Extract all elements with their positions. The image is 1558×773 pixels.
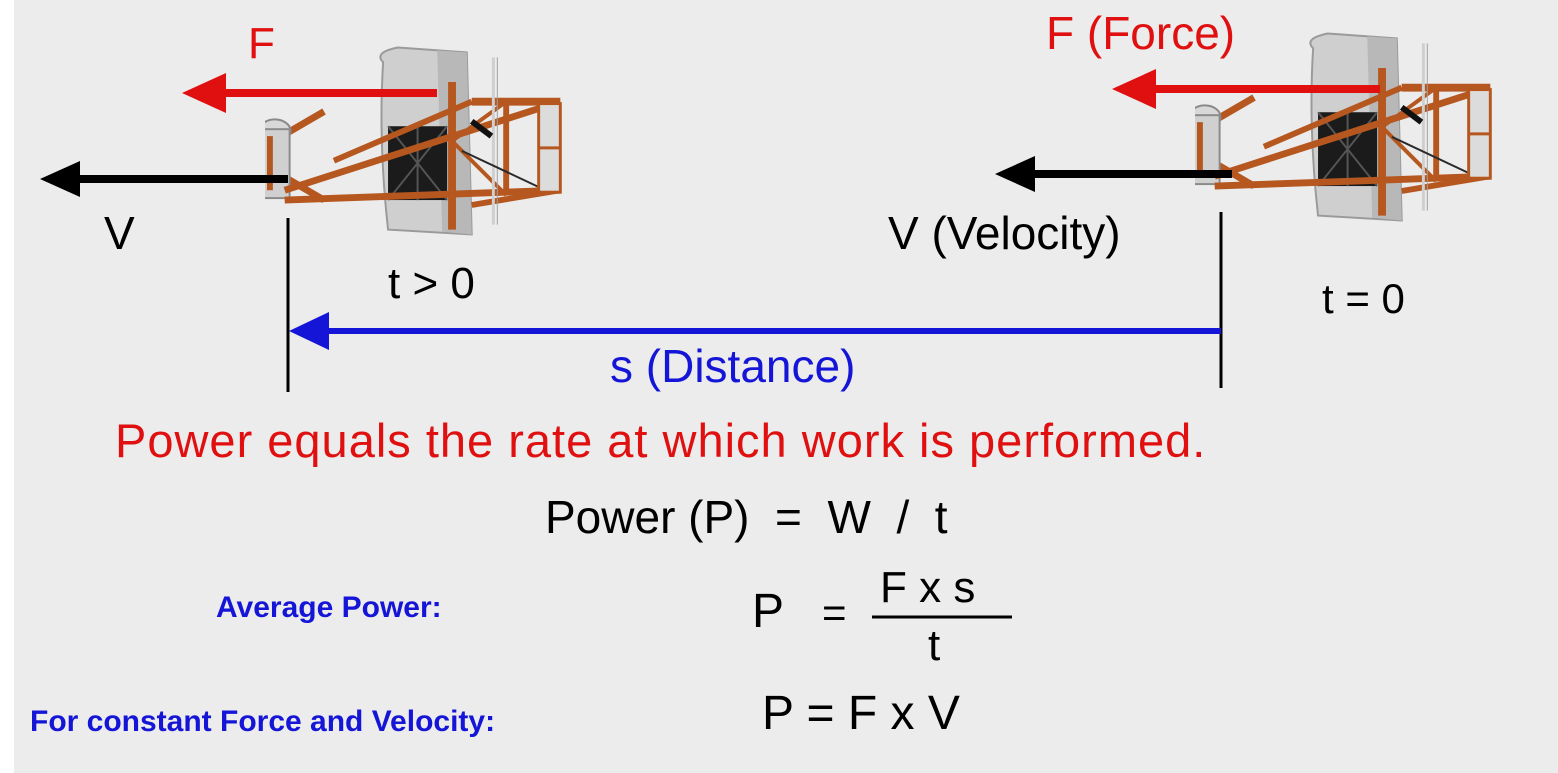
time-label-start: t = 0 [1322, 275, 1405, 322]
velocity-arrow-right [995, 156, 1232, 192]
wright-flyer-icon-left [259, 47, 560, 234]
time-label-later: t > 0 [388, 259, 475, 308]
force-arrow-right [1112, 69, 1380, 109]
power-definition-formula: Power (P) = W / t [545, 491, 948, 543]
distance-label: s (Distance) [610, 340, 856, 392]
distance-arrow [289, 312, 1221, 350]
average-power-equals: = [822, 589, 847, 636]
velocity-label-left: V [104, 207, 135, 259]
force-label-left: F [248, 19, 275, 68]
force-label-right: F (Force) [1046, 7, 1236, 59]
power-statement: Power equals the rate at which work is p… [115, 414, 1207, 467]
average-power-numerator: F x s [880, 563, 976, 612]
velocity-label-right: V (Velocity) [888, 207, 1121, 259]
average-power-denominator: t [928, 621, 941, 670]
average-power-lhs: P [752, 585, 785, 638]
force-arrow-left [182, 73, 437, 113]
wright-flyer-icon-right [1189, 33, 1490, 220]
constant-power-formula: P = F x V [762, 687, 960, 740]
constant-force-velocity-label: For constant Force and Velocity: [30, 705, 496, 738]
average-power-label: Average Power: [216, 591, 442, 624]
velocity-arrow-left [40, 161, 288, 197]
